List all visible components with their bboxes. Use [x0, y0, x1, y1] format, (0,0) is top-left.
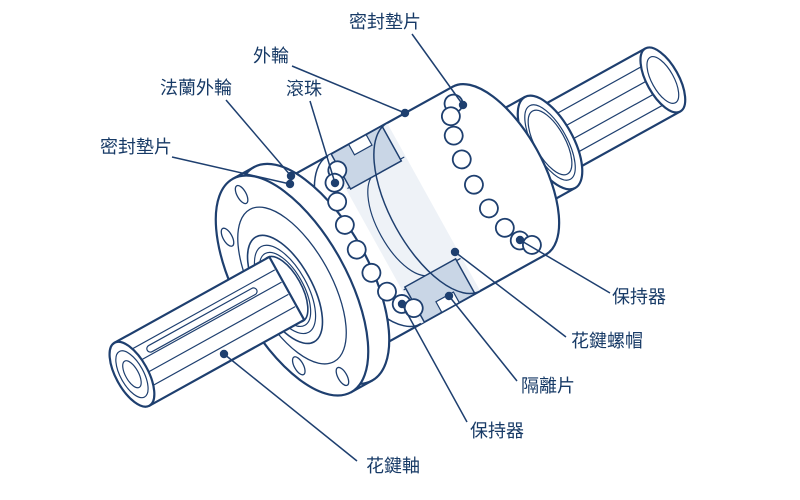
leader-line-spacer — [448, 295, 518, 382]
leader-line-spline-nut — [454, 251, 567, 338]
ball — [464, 174, 484, 195]
leader-dot-spline-nut — [450, 247, 460, 257]
assembly — [108, 46, 687, 408]
outer-ring-edge-arc — [373, 122, 481, 295]
leader-dot-flanged-outer-ring — [286, 171, 296, 181]
leader-line-ball — [309, 100, 336, 184]
bolt-hole — [220, 227, 235, 247]
label-retainer-right: 保持器 — [612, 287, 666, 307]
ball — [451, 149, 472, 170]
leader-dot-seal-left — [285, 179, 295, 189]
ball — [443, 125, 464, 146]
ball — [479, 198, 499, 219]
bolt-hole — [335, 366, 350, 387]
bolt-hole — [291, 356, 306, 376]
shaft-end-face — [639, 46, 687, 114]
spline-shaft-left-segment — [108, 255, 306, 408]
label-flanged-outer-ring: 法蘭外輪 — [160, 78, 232, 98]
leader-line-seal-top — [411, 33, 464, 106]
label-retainer-bottom: 保持器 — [470, 421, 524, 441]
ball-row-front — [324, 160, 424, 319]
label-spline-nut: 花鍵螺帽 — [571, 331, 643, 351]
label-ball: 滾珠 — [286, 79, 322, 99]
leader-line-outer-ring — [291, 65, 406, 114]
ball — [440, 106, 461, 127]
leader-dot-ball — [330, 178, 340, 188]
shaft-end-face-left — [108, 340, 156, 408]
leader-dot-retainer-bottom — [397, 299, 407, 309]
spline-groove-line — [122, 269, 275, 355]
leader-dot-spline-shaft — [219, 349, 229, 359]
shaft-end-core — [122, 360, 142, 389]
ball — [346, 239, 367, 260]
leader-dot-outer-ring — [400, 108, 410, 118]
ball — [377, 281, 397, 302]
labels: 密封墊片 外輪 法蘭外輪 滾珠 密封墊片 保持器 花鍵螺帽 隔離片 保持器 花鍵… — [100, 12, 666, 476]
spline-groove-line — [129, 281, 282, 367]
leader-dot-spacer — [444, 291, 454, 301]
ball — [494, 217, 515, 238]
ball — [361, 262, 382, 283]
retainer-notch-top — [347, 133, 373, 156]
callouts — [171, 33, 611, 462]
label-outer-ring: 外輪 — [253, 46, 289, 66]
leader-dot-seal-top — [458, 100, 468, 110]
rear-bore — [527, 109, 573, 176]
label-spline-shaft: 花鍵軸 — [366, 456, 420, 476]
keyway-slot — [146, 287, 258, 353]
nut-barrel-arc — [367, 172, 433, 277]
label-seal-gasket-top: 密封墊片 — [349, 12, 421, 32]
leader-dot-retainer-right — [515, 235, 525, 245]
ball — [334, 214, 355, 235]
bolt-hole — [234, 184, 249, 205]
leader-line-retainer-bottom — [401, 303, 468, 423]
label-spacer: 隔離片 — [521, 376, 575, 396]
label-seal-gasket-left: 密封墊片 — [100, 137, 172, 157]
spline-groove-line — [136, 294, 289, 380]
spline-groove-line — [142, 306, 296, 392]
shaft-end-chamfer-left — [115, 350, 149, 399]
leader-line-spline-shaft — [223, 353, 358, 462]
ball — [327, 191, 348, 212]
spacer-notch-bottom — [435, 291, 461, 314]
shaft-end-chamfer — [646, 55, 680, 104]
leader-line-seal-left — [171, 156, 291, 185]
leader-line-flanged-outer-ring — [225, 99, 292, 177]
leader-line-retainer-right — [519, 239, 611, 294]
